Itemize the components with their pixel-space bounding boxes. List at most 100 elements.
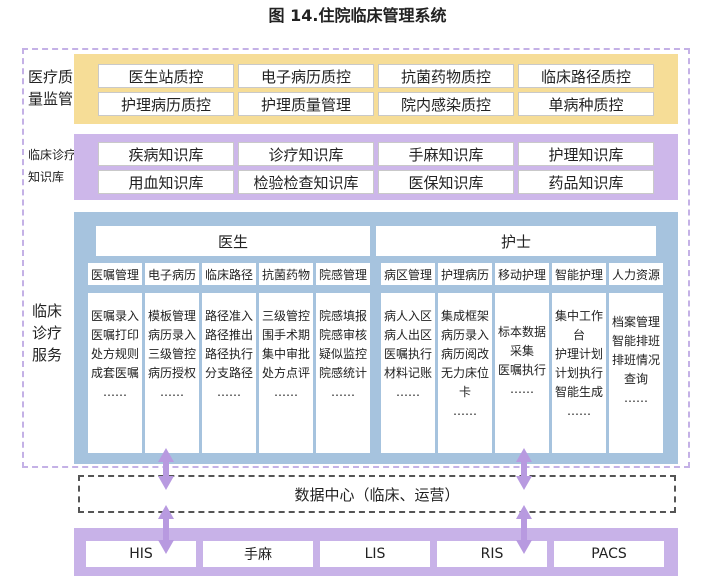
module-list: 三级管控 围手术期 集中审批 处方点评 …… — [259, 293, 313, 453]
clinical-label-line2: 诊疗 — [32, 324, 63, 342]
list-item: …… — [624, 391, 648, 405]
knowledge-item: 用血知识库 — [98, 170, 234, 194]
module-header: 护理病历 — [438, 263, 492, 285]
knowledge-item: 检验检查知识库 — [238, 170, 374, 194]
quality-label-line1: 医疗质 — [28, 68, 74, 86]
module-header: 临床路径 — [202, 263, 256, 285]
module-list: 病人入区 病人出区 医嘱执行 材料记账 …… — [381, 293, 435, 453]
outer-dashed-frame — [22, 48, 690, 468]
list-item: 医嘱打印 — [90, 328, 139, 342]
module-header: 移动护理 — [495, 263, 549, 285]
module-header: 院感管理 — [316, 263, 370, 285]
quality-item: 单病种质控 — [518, 92, 654, 116]
list-item: …… — [331, 385, 355, 399]
list-item: 路径执行 — [204, 347, 253, 361]
list-item: 院感审核 — [318, 328, 367, 342]
double-arrow-icon — [158, 505, 174, 554]
list-item: …… — [160, 385, 184, 399]
doctor-header: 医生 — [96, 226, 370, 256]
list-item: 院感统计 — [318, 366, 367, 380]
list-item: 模板管理 — [147, 309, 196, 323]
module-header: 病区管理 — [381, 263, 435, 285]
clinical-label: 临床 诊疗 服务 — [32, 300, 62, 366]
list-item: 成套医嘱 — [90, 366, 139, 380]
double-arrow-icon — [516, 505, 532, 554]
system-shouma: 手麻 — [203, 541, 313, 567]
list-item: …… — [453, 404, 477, 418]
knowledge-item: 药品知识库 — [518, 170, 654, 194]
module-list: 集中工作 台 护理计划 计划执行 智能生成 …… — [552, 293, 606, 453]
quality-item: 电子病历质控 — [238, 64, 374, 88]
list-item: 医嘱执行 — [497, 363, 546, 377]
list-item: 处方规则 — [90, 347, 139, 361]
system-his: HIS — [86, 541, 196, 567]
quality-label-line2: 量监管 — [28, 90, 74, 108]
list-item: …… — [274, 385, 298, 399]
list-item: 围手术期 — [261, 328, 310, 342]
list-item: 病历录入 — [440, 328, 489, 342]
list-item: 采集 — [509, 344, 534, 358]
system-pacs: PACS — [554, 541, 664, 567]
list-item: 病人出区 — [383, 328, 432, 342]
module-list: 集成框架 病历录入 病历阅改 无力床位 卡 …… — [438, 293, 492, 453]
module-header: 抗菌药物 — [259, 263, 313, 285]
list-item: …… — [217, 385, 241, 399]
list-item: 查询 — [623, 372, 648, 386]
module-list: 院感填报 院感审核 疑似监控 院感统计 …… — [316, 293, 370, 453]
list-item: 疑似监控 — [318, 347, 367, 361]
list-item: 标本数据 — [497, 325, 546, 339]
list-item: 路径推出 — [204, 328, 253, 342]
module-header: 人力资源 — [609, 263, 663, 285]
list-item: 三级管控 — [261, 309, 310, 323]
list-item: …… — [510, 382, 534, 396]
double-arrow-icon — [516, 448, 532, 490]
list-item: 智能排班 — [611, 334, 660, 348]
list-item: 排班情况 — [611, 353, 660, 367]
list-item: 病人入区 — [383, 309, 432, 323]
module-list: 标本数据 采集 医嘱执行 …… — [495, 293, 549, 453]
quality-item: 医生站质控 — [98, 64, 234, 88]
list-item: 护理计划 — [554, 347, 603, 361]
list-item: 院感填报 — [318, 309, 367, 323]
list-item: 路径准入 — [204, 309, 253, 323]
list-item: 病历授权 — [147, 366, 196, 380]
module-list: 医嘱录入 医嘱打印 处方规则 成套医嘱 …… — [88, 293, 142, 453]
quality-label: 医疗质 量监管 — [28, 66, 73, 110]
clinical-label-line3: 服务 — [32, 346, 63, 364]
module-list: 路径准入 路径推出 路径执行 分支路径 …… — [202, 293, 256, 453]
quality-item: 院内感染质控 — [378, 92, 514, 116]
list-item: 分支路径 — [204, 366, 253, 380]
list-item: 智能生成 — [554, 385, 603, 399]
list-item: 台 — [572, 328, 585, 342]
knowledge-label-line2: 知识库 — [28, 170, 65, 184]
list-item: 三级管控 — [147, 347, 196, 361]
module-list: 模板管理 病历录入 三级管控 病历授权 …… — [145, 293, 199, 453]
nurse-header: 护士 — [376, 226, 656, 256]
list-item: …… — [567, 404, 591, 418]
module-header: 电子病历 — [145, 263, 199, 285]
quality-item: 抗菌药物质控 — [378, 64, 514, 88]
list-item: …… — [103, 385, 127, 399]
figure-title: 图 14.住院临床管理系统 — [268, 6, 447, 25]
quality-item: 护理质量管理 — [238, 92, 374, 116]
quality-item: 临床路径质控 — [518, 64, 654, 88]
list-item: 计划执行 — [554, 366, 603, 380]
knowledge-label: 临床诊疗 知识库 — [28, 144, 76, 188]
knowledge-item: 手麻知识库 — [378, 142, 514, 166]
list-item: 处方点评 — [261, 366, 310, 380]
list-item: 无力床位 — [440, 366, 489, 380]
knowledge-item: 医保知识库 — [378, 170, 514, 194]
module-header: 智能护理 — [552, 263, 606, 285]
knowledge-item: 疾病知识库 — [98, 142, 234, 166]
data-center-box: 数据中心（临床、运营） — [78, 475, 676, 513]
clinical-label-line1: 临床 — [32, 302, 63, 320]
list-item: 集中审批 — [261, 347, 310, 361]
list-item: 病历阅改 — [440, 347, 489, 361]
knowledge-label-line1: 临床诊疗 — [28, 148, 77, 162]
list-item: 卡 — [458, 385, 471, 399]
system-lis: LIS — [320, 541, 430, 567]
list-item: 材料记账 — [383, 366, 432, 380]
knowledge-item: 护理知识库 — [518, 142, 654, 166]
list-item: 集中工作 — [554, 309, 603, 323]
